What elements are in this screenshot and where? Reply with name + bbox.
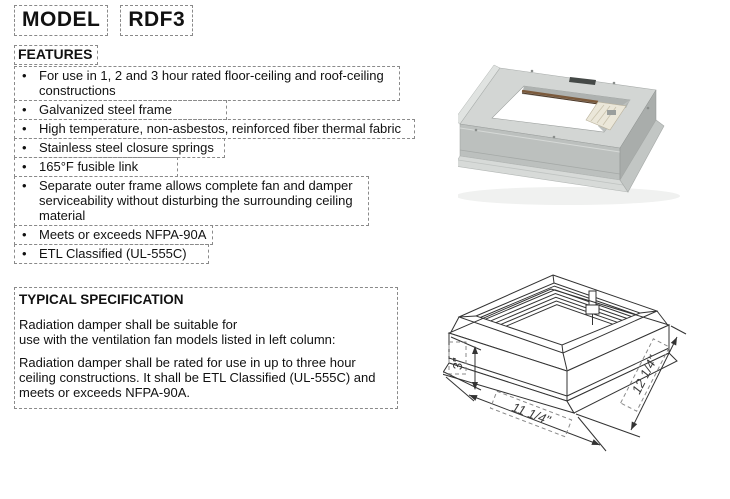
blade-lines [480,285,637,327]
spec-paragraph: Radiation damper shall be rated for use … [19,355,389,400]
features-section: FEATURES • For use in 1, 2 and 3 hour ra… [14,45,424,264]
feature-text: serviceability without disturbing the su… [39,193,353,208]
feature-text: 165°F fusible link [39,159,139,174]
feature-text: ETL Classified (UL-555C) [39,246,187,261]
spec-text: Radiation damper shall be rated for use … [19,355,356,370]
spec-heading: TYPICAL SPECIFICATION [19,292,184,307]
features-heading: FEATURES [14,45,99,65]
feature-item: • Galvanized steel frame [14,100,227,120]
dimension-drawing: 3" 11 1/4" 12 1/4" [443,274,687,452]
bullet-marker: • [22,68,27,83]
feature-text: High temperature, non-asbestos, reinforc… [39,121,402,136]
feature-text: Meets or exceeds NFPA-90A [39,227,207,242]
bullet-marker: • [22,102,27,117]
vent-slot [569,77,596,85]
spec-text: use with the ventilation fan models list… [19,332,336,347]
bullet-marker: • [22,121,27,136]
dim-height-label: 3" [450,357,465,370]
bullet-marker: • [22,178,27,193]
typical-specification-section: TYPICAL SPECIFICATION Radiation damper s… [14,287,398,409]
bullet-marker: • [22,246,27,261]
feature-text: Stainless steel closure springs [39,140,214,155]
feature-item: • Stainless steel closure springs [14,138,225,158]
latch-mechanism [585,290,600,325]
feature-item: • For use in 1, 2 and 3 hour rated floor… [14,66,400,101]
page-title: MODEL RDF3 [14,5,194,36]
product-photo [458,64,680,205]
fiber-blade-pack [585,101,627,131]
feature-item: • 165°F fusible link [14,157,178,177]
bullet-marker: • [22,227,27,242]
feature-text: For use in 1, 2 and 3 hour rated floor-c… [39,68,384,83]
model-label: MODEL [14,5,109,36]
spring-rod [521,89,599,104]
dimension-height: 3" [443,336,482,391]
damper-photo-frame [458,64,680,205]
spec-text: ceiling constructions. It shall be ETL C… [19,370,376,385]
model-number: RDF3 [120,5,194,36]
features-list: • For use in 1, 2 and 3 hour rated floor… [14,66,424,264]
bullet-marker: • [22,159,27,174]
bullet-marker: • [22,140,27,155]
feature-text: constructions [39,83,116,98]
feature-item: • ETL Classified (UL-555C) [14,244,209,264]
feature-item: • Meets or exceeds NFPA-90A [14,225,213,245]
feature-item: • Separate outer frame allows complete f… [14,176,369,226]
feature-text: material [39,208,86,223]
spec-text: meets or exceeds NFPA-90A. [19,385,190,400]
feature-text: Separate outer frame allows complete fan… [39,178,353,193]
screws [474,69,650,139]
feature-text: Galvanized steel frame [39,102,172,117]
spec-paragraph: Radiation damper shall be suitable for u… [19,317,389,347]
spec-text: Radiation damper shall be suitable for [19,317,238,332]
feature-item: • High temperature, non-asbestos, reinfo… [14,119,415,139]
